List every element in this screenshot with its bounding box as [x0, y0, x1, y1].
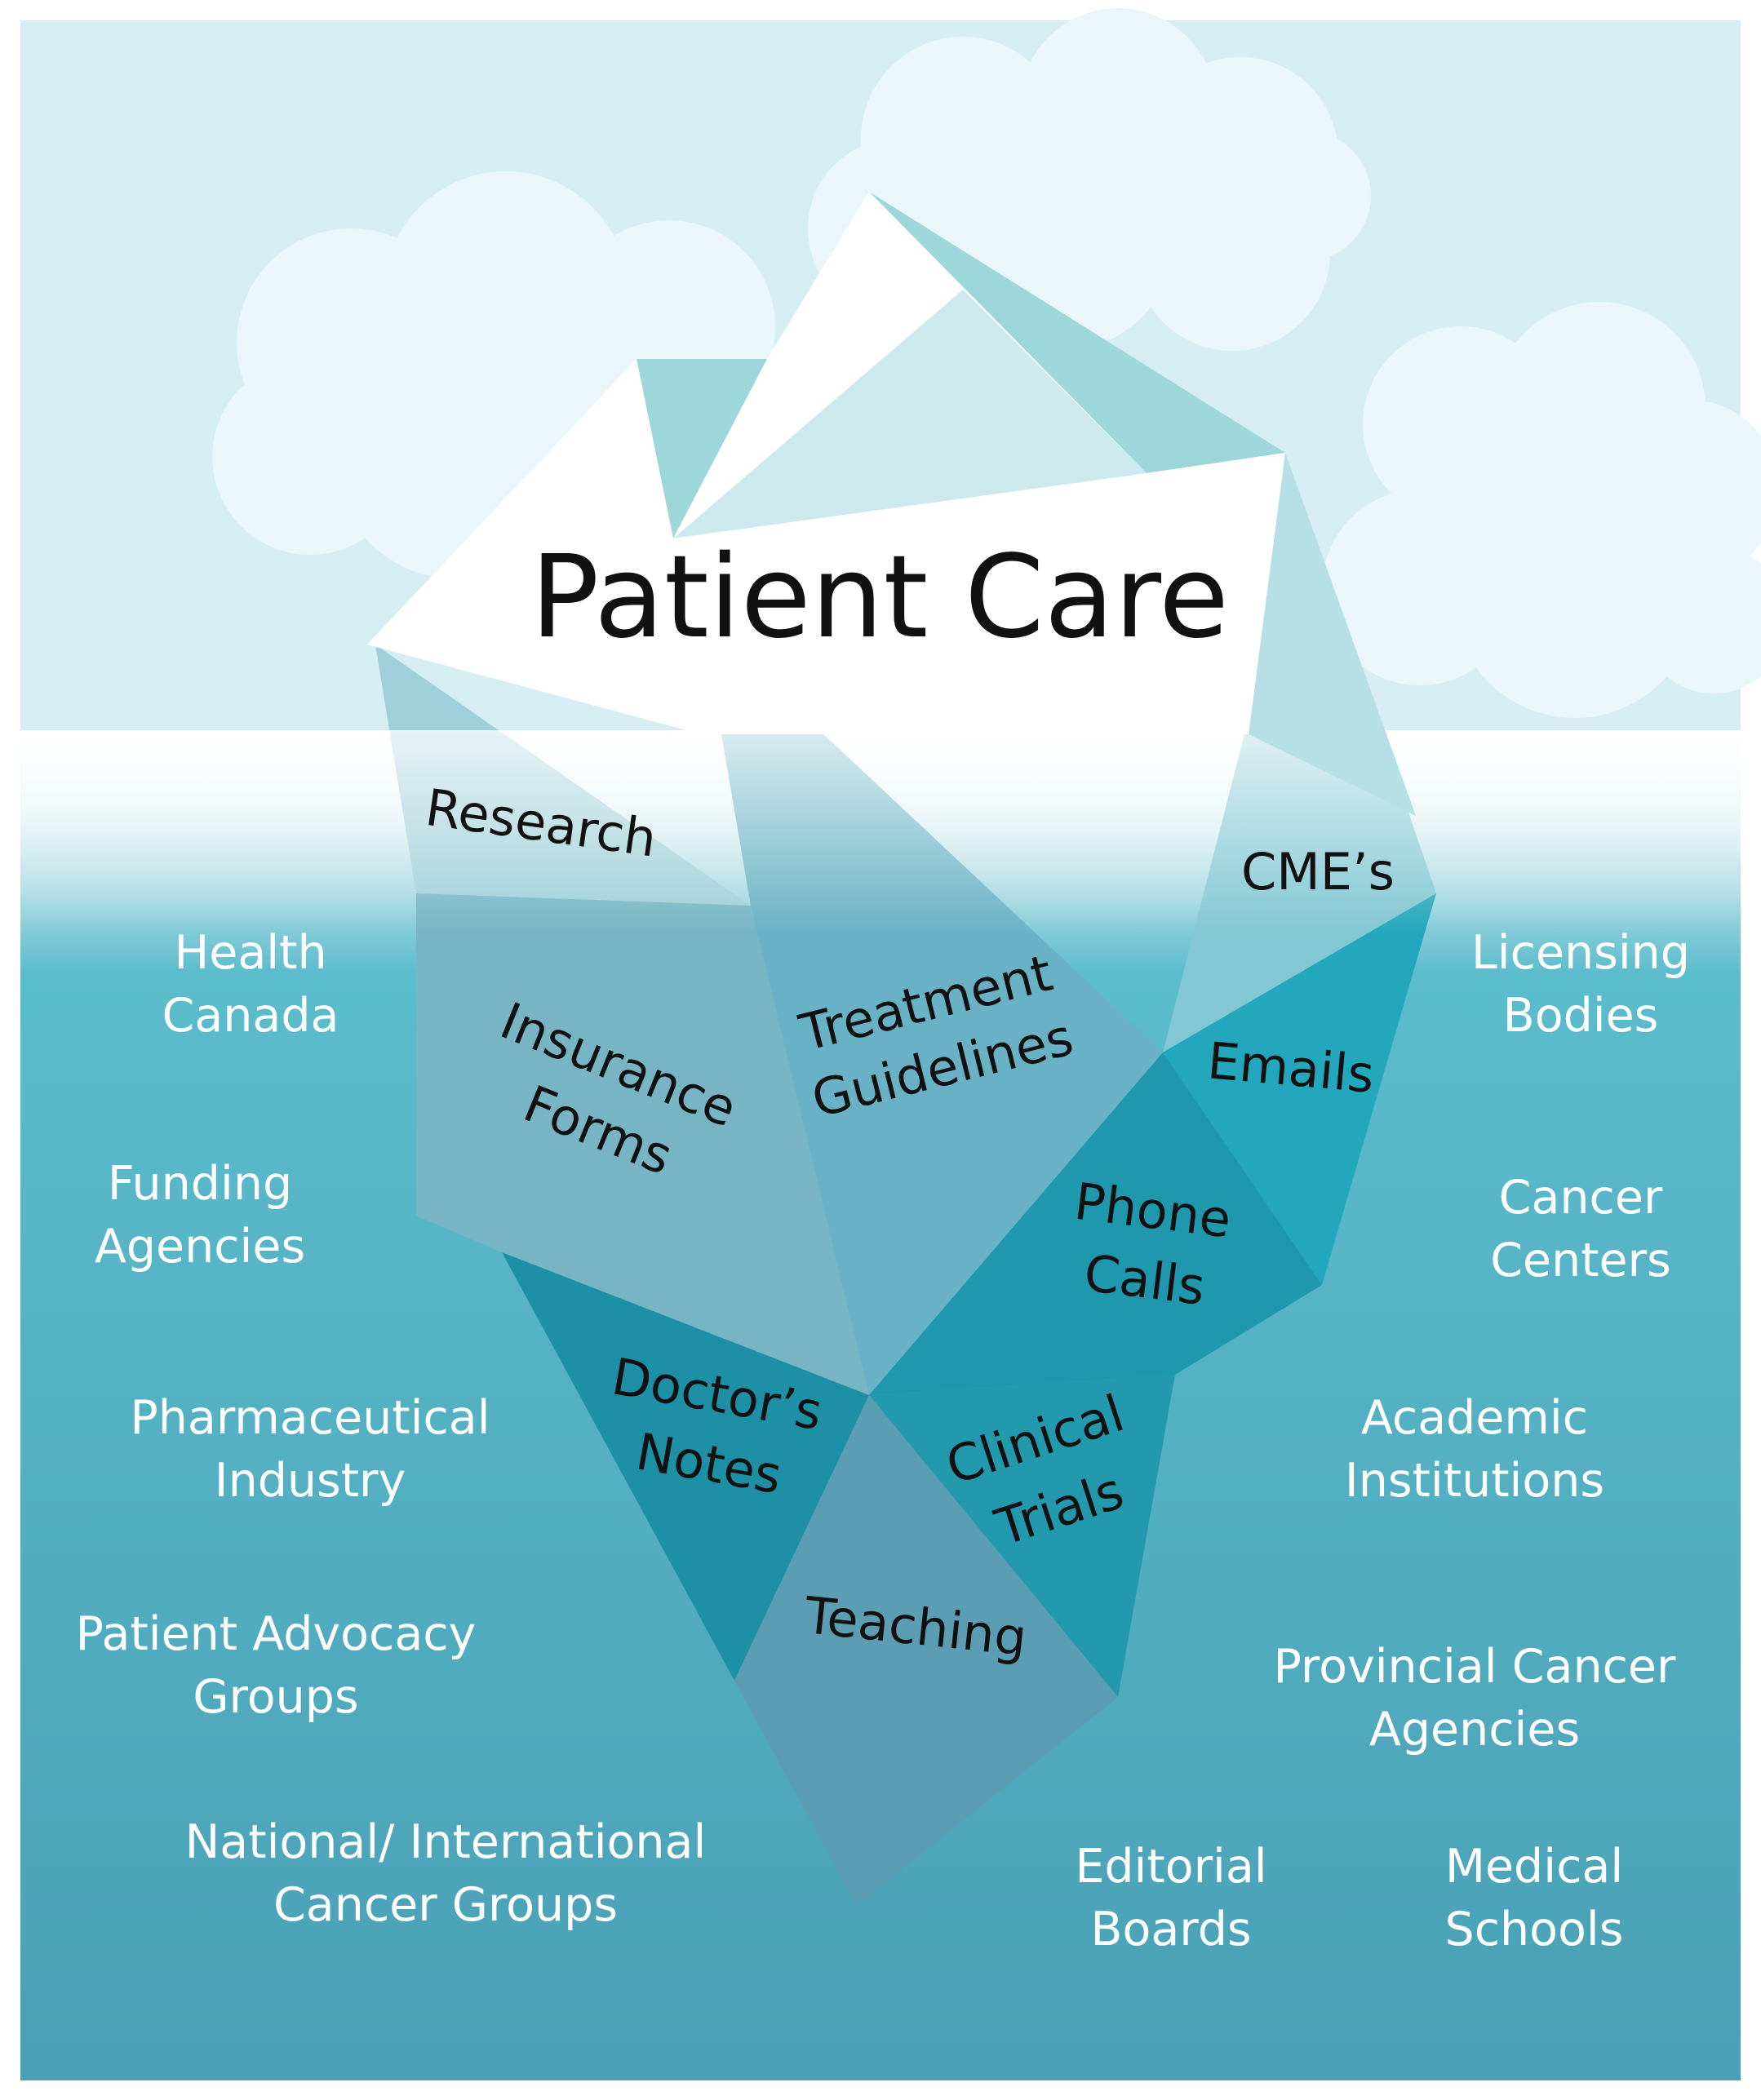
- tip-white-front: [367, 453, 1285, 734]
- outer-right-2-line1: Cancer: [1499, 1171, 1663, 1225]
- outer-left-4-line1: Patient Advocacy: [76, 1607, 477, 1661]
- outer-right-2-line2: Centers: [1490, 1234, 1671, 1287]
- outer-left-3-line1: Pharmaceutical: [130, 1391, 490, 1445]
- outer-right-6-line2: Schools: [1445, 1903, 1624, 1956]
- outer-left-1-line1: Health: [174, 926, 326, 980]
- facet-phone: [869, 1052, 1322, 1395]
- outer-right-5-line2: Boards: [1090, 1903, 1251, 1956]
- outer-right-3-line2: Institutions: [1345, 1454, 1604, 1508]
- outer-right-labels: Licensing Bodies Cancer Centers Academic…: [1075, 926, 1690, 1956]
- iceberg-tip: [367, 192, 1416, 816]
- cloud-top: [808, 8, 1371, 351]
- outer-left-1-line2: Canada: [162, 989, 339, 1043]
- label-phone-line2: Calls: [1081, 1243, 1209, 1316]
- tip-peak-teal: [869, 192, 1285, 473]
- facet-clinical: [869, 1375, 1175, 1697]
- facet-teaching: [734, 1395, 1118, 1905]
- outer-left-labels: Health Canada Funding Agencies Pharmaceu…: [76, 926, 707, 1932]
- outer-right-1-line1: Licensing: [1471, 926, 1690, 980]
- cloud-right: [1322, 302, 1761, 718]
- outer-right-3-line1: Academic: [1361, 1391, 1588, 1445]
- outer-left-4-line2: Groups: [193, 1670, 358, 1724]
- outer-right-6-line1: Medical: [1445, 1840, 1623, 1894]
- tip-left-teal: [637, 359, 767, 538]
- title-patient-care: Patient Care: [530, 531, 1229, 664]
- iceberg-underwater: [20, 453, 1741, 1905]
- facet-doctors: [502, 1252, 869, 1681]
- outer-right-4-line2: Agencies: [1369, 1703, 1580, 1757]
- outer-left-2-line2: Agencies: [95, 1220, 305, 1274]
- outer-right-5-line1: Editorial: [1075, 1840, 1266, 1894]
- outer-left-5-line1: National/ International: [185, 1815, 707, 1869]
- outer-right-1-line2: Bodies: [1503, 989, 1659, 1043]
- outer-left-3-line2: Industry: [215, 1454, 406, 1508]
- tip-right-teal: [1249, 453, 1416, 816]
- waterline-fade: [20, 730, 1741, 934]
- facet-insurance: [416, 893, 869, 1395]
- facet-emails: [1163, 893, 1436, 1285]
- outer-left-2-line1: Funding: [108, 1157, 292, 1211]
- label-cmes: CME’s: [1241, 842, 1395, 902]
- tip-inner-teal: [673, 290, 1147, 538]
- outer-right-4-line1: Provincial Cancer: [1274, 1640, 1676, 1694]
- label-emails: Emails: [1205, 1030, 1377, 1105]
- outer-left-5-line2: Cancer Groups: [273, 1878, 618, 1932]
